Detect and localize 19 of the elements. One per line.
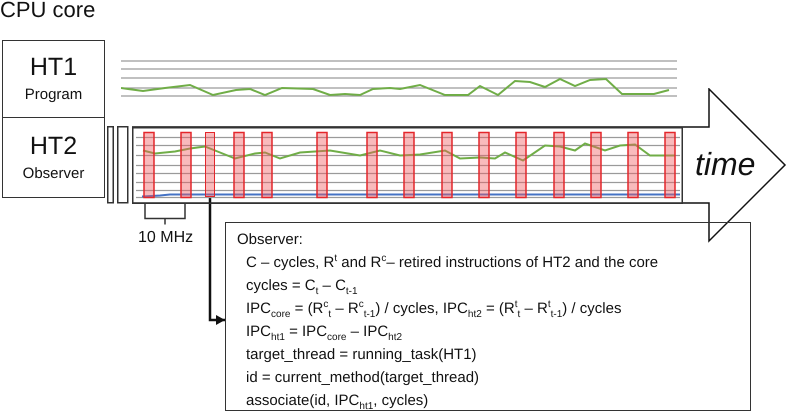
note-heading: Observer: [237,230,304,250]
thread-name: HT2 [30,132,78,160]
thread-name: HT1 [30,53,78,81]
thread-box [2,40,105,118]
thread-role: Program [24,85,82,105]
formula-line: id = current_method(target_thread) [245,368,480,388]
thread-role: Observer [22,164,84,184]
formula-line: IPC$_{core}$ = (R$^{c}$$_{t}$ – R$^{c}$$_{t-1}$) / cycles, IPC$_{ht2}$ = (R$^{t}$$_{t}$ – R$^{t}$$_{t-1}$) / cycles [245,298,622,320]
formula-line: IPC$_{ht1}$ = IPC$_{core}$ – IPC$_{ht2}$ [245,322,404,343]
formula-line: C – cycles, R$^{t}$ and R$^{c}$– retired instructions of HT2 and the core [245,252,660,273]
diagram-title: CPU core [0,0,96,23]
observer-note-box [225,222,751,411]
formula-line: target_thread = running_task(HT1) [245,345,478,365]
arrow-label: time [695,146,756,182]
arrow [208,197,225,325]
thread-box [2,117,105,198]
formula-line: cycles = C$_{t}$ – C$_{t-1}$ [245,276,359,297]
formula-line: associate(id, IPC$_{ht1}$, cycles) [245,391,430,412]
dimension-label: 10 MHz [138,228,194,248]
